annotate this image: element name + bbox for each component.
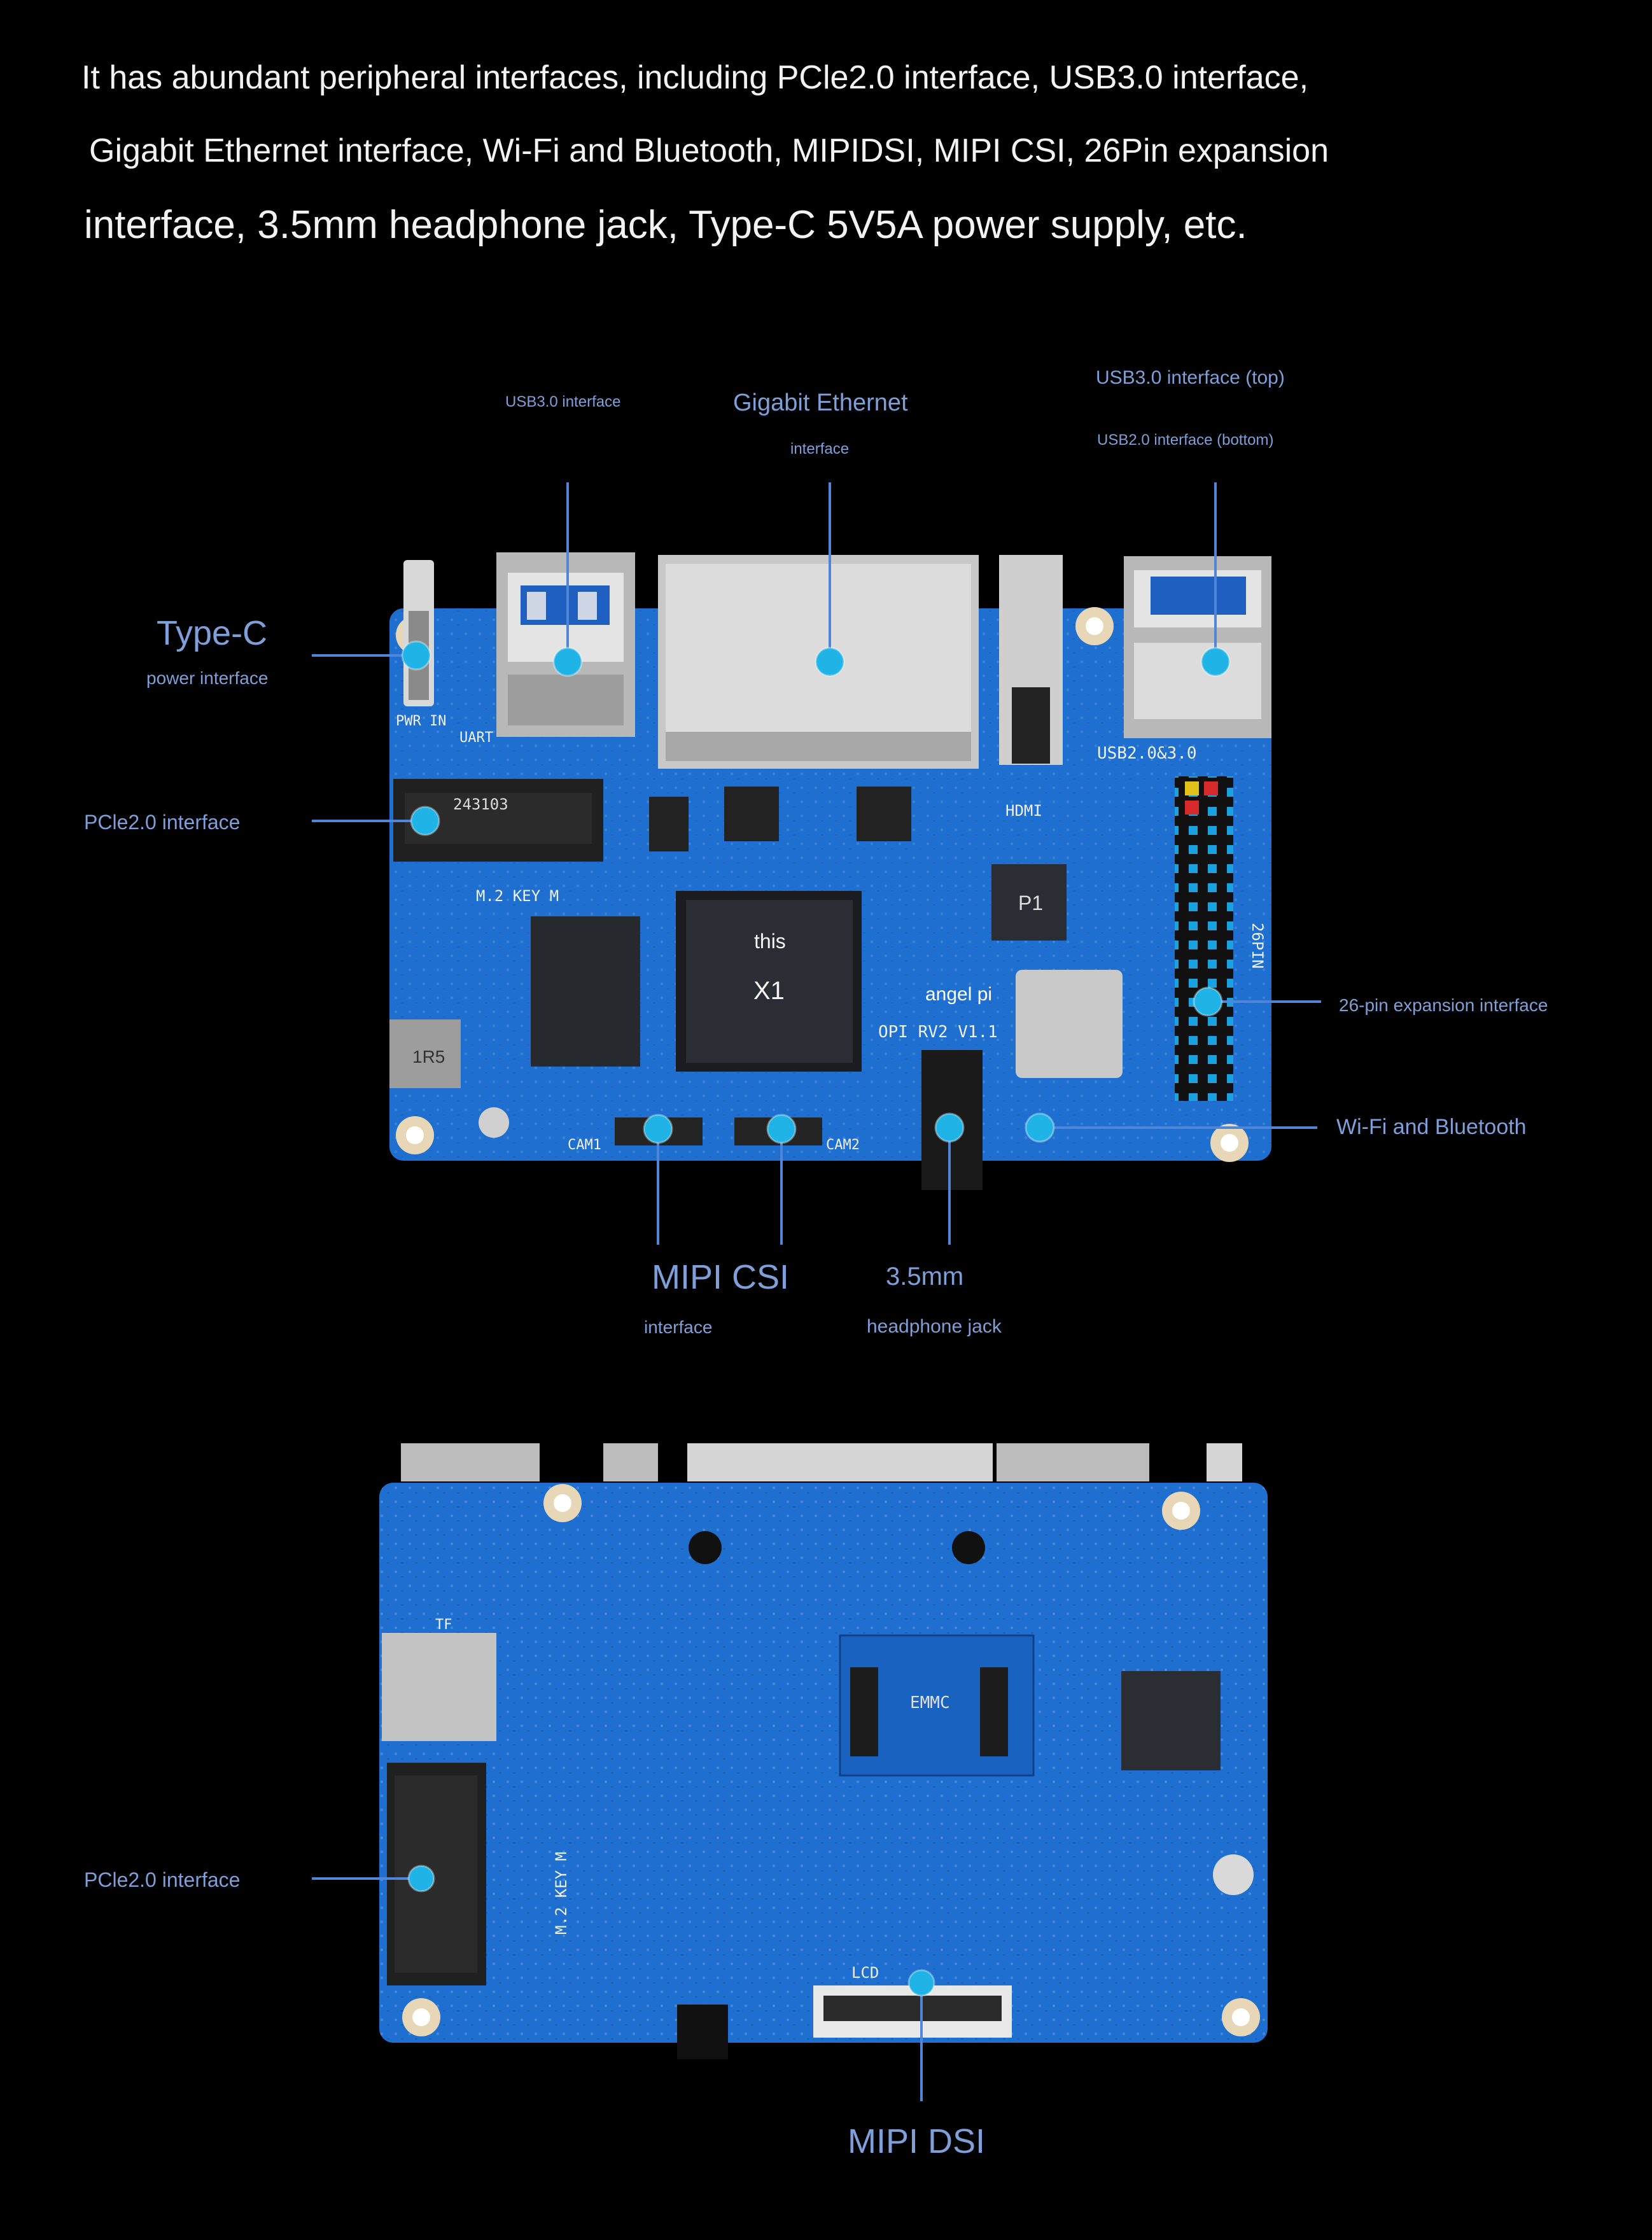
cam1-label: CAM1: [568, 1137, 601, 1153]
p1-label: P1: [1018, 892, 1043, 914]
label-mipi-dsi: MIPI DSI: [848, 2122, 986, 2160]
cam2-label: CAM2: [826, 1137, 860, 1153]
small-chip: [649, 797, 689, 851]
emmc-label: EMMC: [910, 1693, 950, 1712]
top-markers: [401, 640, 1231, 1144]
usb-stack-right: [1124, 556, 1271, 738]
bottom-markers: [407, 1865, 935, 1997]
lcd-label: LCD: [851, 1964, 879, 1982]
usb-port-label: USB2.0&3.0: [1097, 744, 1197, 763]
label-mipi-csi-sub: interface: [644, 1317, 713, 1337]
intro-line-1: It has abundant peripheral interfaces, i…: [81, 59, 1309, 96]
label-headphone-title: 3.5mm: [886, 1263, 964, 1291]
bottom-chip: [1121, 1671, 1221, 1770]
ram-chip: [531, 916, 640, 1067]
hdmi-label: HDMI: [1005, 802, 1042, 820]
label-gigabit-sub: interface: [790, 440, 850, 458]
label-usb20-bottom: USB2.0 interface (bottom): [1097, 431, 1274, 449]
label-headphone-sub: headphone jack: [867, 1316, 1002, 1337]
pin-label: 26PIN: [1249, 923, 1266, 969]
p1-chip: [991, 864, 1067, 941]
ethernet-port: [658, 555, 979, 769]
label-pcie-top: PCle2.0 interface: [84, 811, 241, 834]
bottom-board: TF M.2 KEY M EMMC LCD: [312, 1443, 1268, 2101]
pwr-in-label: PWR IN: [396, 713, 446, 729]
label-26pin: 26-pin expansion interface: [1339, 995, 1548, 1015]
label-typec-title: Type-C: [157, 614, 268, 652]
wifi-module: [1016, 970, 1123, 1078]
inductor-label: 1R5: [412, 1047, 445, 1067]
pin-header-26: [1175, 776, 1233, 1101]
m2-label-top: M.2 KEY M: [476, 887, 559, 905]
uart-label: UART: [459, 730, 493, 746]
top-board: 243103 M.2 KEY M PWR IN UART this X1 P1 …: [312, 482, 1321, 1245]
model-label: OPI RV2 V1.1: [878, 1023, 998, 1042]
brand-label: angel pi: [925, 984, 992, 1005]
tf-slot: [382, 1633, 496, 1741]
ssd-code: 243103: [453, 795, 508, 813]
inductor: [389, 1019, 461, 1088]
intro-line-2: Gigabit Ethernet interface, Wi-Fi and Bl…: [89, 132, 1329, 169]
m2-label-bottom: M.2 KEY M: [552, 1852, 570, 1935]
label-usb30: USB3.0 interface: [505, 393, 621, 410]
top-pointer-lines: [312, 482, 1321, 1245]
label-typec-sub: power interface: [146, 668, 269, 688]
soc-label-1: this: [754, 930, 786, 953]
tf-label: TF: [435, 1617, 452, 1633]
bottom-pointer-lines: [312, 1877, 923, 2101]
usb30-left-port: [496, 552, 635, 737]
label-usb30-top: USB3.0 interface (top): [1096, 367, 1285, 388]
intro-line-3: interface, 3.5mm headphone jack, Type-C …: [84, 203, 1247, 247]
label-mipi-csi-title: MIPI CSI: [652, 1258, 790, 1296]
label-gigabit-title: Gigabit Ethernet: [733, 389, 908, 416]
label-pcie-bottom: PCle2.0 interface: [84, 1868, 241, 1891]
label-wifi-bt: Wi-Fi and Bluetooth: [1336, 1115, 1527, 1139]
soc-label-2: X1: [753, 977, 785, 1005]
